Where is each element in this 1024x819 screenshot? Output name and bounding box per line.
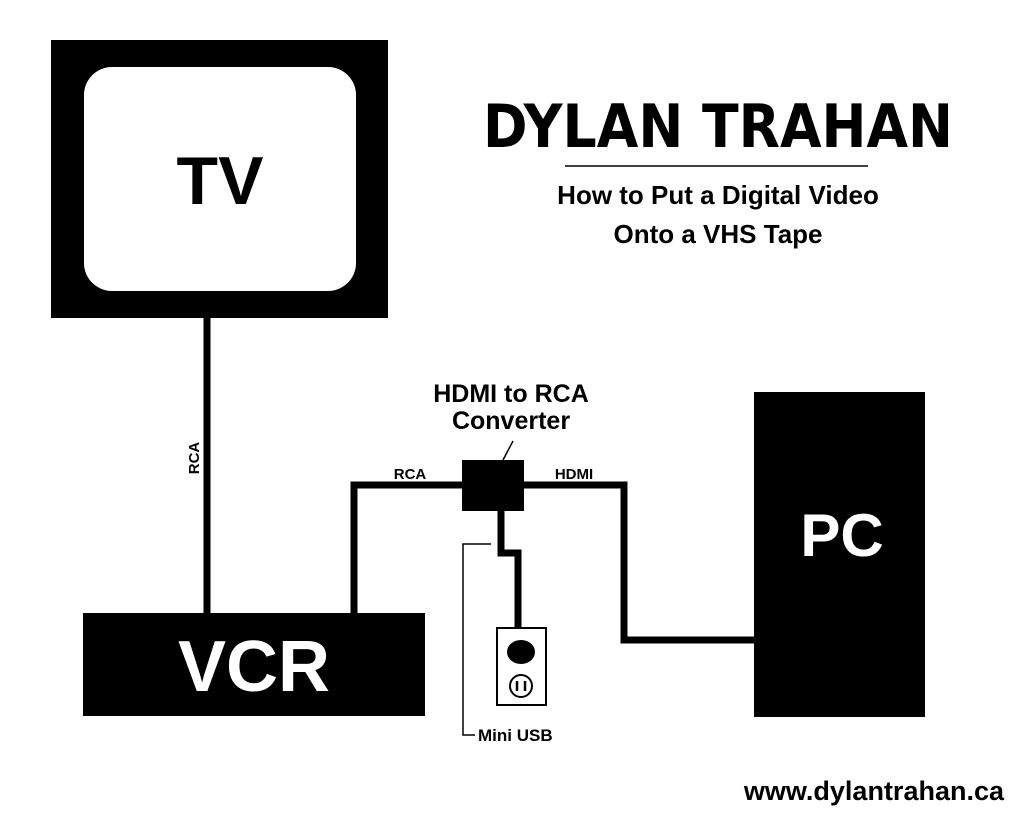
converter-title-line1: HDMI to RCA (433, 380, 589, 408)
pc-label: PC (800, 502, 883, 569)
wall-outlet (496, 627, 547, 706)
hdmi-rca-converter: HDMI to RCA Converter (433, 380, 589, 511)
converter-title-line2: Converter (452, 407, 570, 435)
cable-vcr-converter-label: RCA (394, 466, 427, 483)
vcr-unit: VCR (83, 613, 425, 716)
tv-unit: TV (51, 40, 388, 318)
pc-unit: PC (754, 392, 925, 717)
cable-power (497, 511, 522, 636)
vcr-label: VCR (178, 627, 330, 707)
cable-converter-pc (524, 481, 755, 644)
tv-screen (84, 67, 356, 291)
converter-box (462, 460, 524, 511)
power-callout-bracket (462, 543, 491, 736)
cable-converter-pc-label: HDMI (555, 466, 593, 483)
cable-tv-vcr-label: RCA (186, 442, 203, 475)
footer-url[interactable]: www.dylantrahan.ca (743, 776, 1005, 806)
tv-label: TV (177, 143, 264, 219)
brand-title: DYLAN TRAHAN (483, 92, 953, 162)
converter-callout-line (502, 440, 514, 461)
power-cable-label: Mini USB (478, 726, 553, 745)
cable-vcr-converter (350, 481, 465, 614)
subtitle-line1: How to Put a Digital Video (557, 180, 879, 210)
subtitle-line2: Onto a VHS Tape (614, 219, 823, 249)
power-plug (507, 640, 535, 664)
outlet-socket (509, 674, 533, 698)
vcr-body (83, 613, 425, 716)
pc-tower (754, 392, 925, 717)
header: DYLAN TRAHAN How to Put a Digital Video … (483, 92, 953, 249)
